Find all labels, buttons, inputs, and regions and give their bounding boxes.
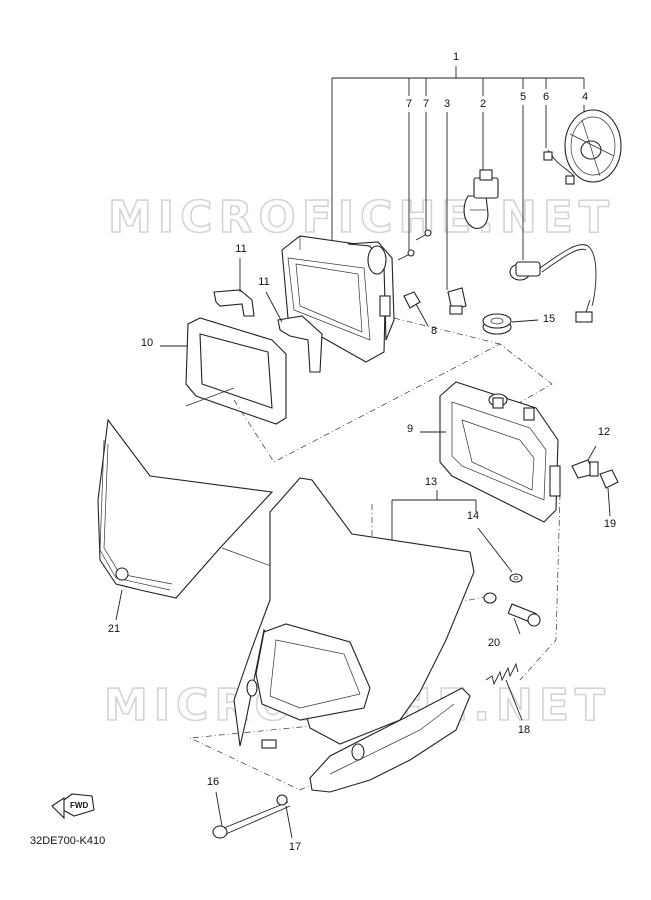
bulb-3 xyxy=(447,287,467,315)
washer-17 xyxy=(276,794,293,839)
callout-c8: 8 xyxy=(431,325,437,337)
leader-group-1 xyxy=(331,66,585,290)
cowling-13 xyxy=(233,477,497,793)
screw-7b xyxy=(415,229,432,241)
screw-7a xyxy=(397,249,415,261)
bolt-12 xyxy=(571,445,599,479)
nut-8 xyxy=(403,291,429,327)
callout-c17: 17 xyxy=(289,841,301,853)
callout-c3: 3 xyxy=(444,98,450,110)
callout-c21: 21 xyxy=(108,623,120,635)
callout-c10: 10 xyxy=(141,337,153,349)
callout-c6: 6 xyxy=(543,91,549,103)
callout-c4: 4 xyxy=(582,91,588,103)
leader-13 xyxy=(391,490,477,542)
cover-4 xyxy=(564,109,622,183)
callout-c15: 15 xyxy=(543,313,555,325)
wire-6 xyxy=(543,149,575,185)
headlight-unit xyxy=(281,235,395,363)
washer-14 xyxy=(477,527,523,583)
callout-c7b: 7 xyxy=(423,98,429,110)
callout-c19: 19 xyxy=(604,518,616,530)
watermark-top: MICROFICHE.NET xyxy=(108,192,615,243)
fwd-arrow-icon: FWD xyxy=(51,793,95,820)
grommet-15 xyxy=(482,313,539,335)
callout-c9: 9 xyxy=(407,423,413,435)
seal-10 xyxy=(160,317,287,425)
clip-19 xyxy=(599,469,619,517)
socket-cord-5 xyxy=(509,244,597,323)
callout-c11a: 11 xyxy=(235,243,246,255)
bulb-2 xyxy=(463,169,499,229)
rubber-11b xyxy=(265,291,323,373)
callout-c14: 14 xyxy=(467,510,479,522)
callout-c11b: 11 xyxy=(258,276,269,288)
callout-c1: 1 xyxy=(453,51,459,63)
diagram-code: 32DE700-K410 xyxy=(30,835,105,847)
housing-9 xyxy=(420,381,561,523)
decal-21 xyxy=(97,418,337,621)
callout-c18: 18 xyxy=(518,724,530,736)
callout-c16: 16 xyxy=(207,776,219,788)
bolt-16 xyxy=(212,791,291,839)
spring-18 xyxy=(485,662,523,721)
fwd-label: FWD xyxy=(70,801,88,810)
callout-c5: 5 xyxy=(520,91,526,103)
callout-c2: 2 xyxy=(480,98,486,110)
rubber-11a xyxy=(213,258,255,317)
callout-c12: 12 xyxy=(598,426,610,438)
bolt-20 xyxy=(507,603,541,635)
callout-c13: 13 xyxy=(425,476,437,488)
callout-c20: 20 xyxy=(488,637,500,649)
callout-c7a: 7 xyxy=(406,98,412,110)
